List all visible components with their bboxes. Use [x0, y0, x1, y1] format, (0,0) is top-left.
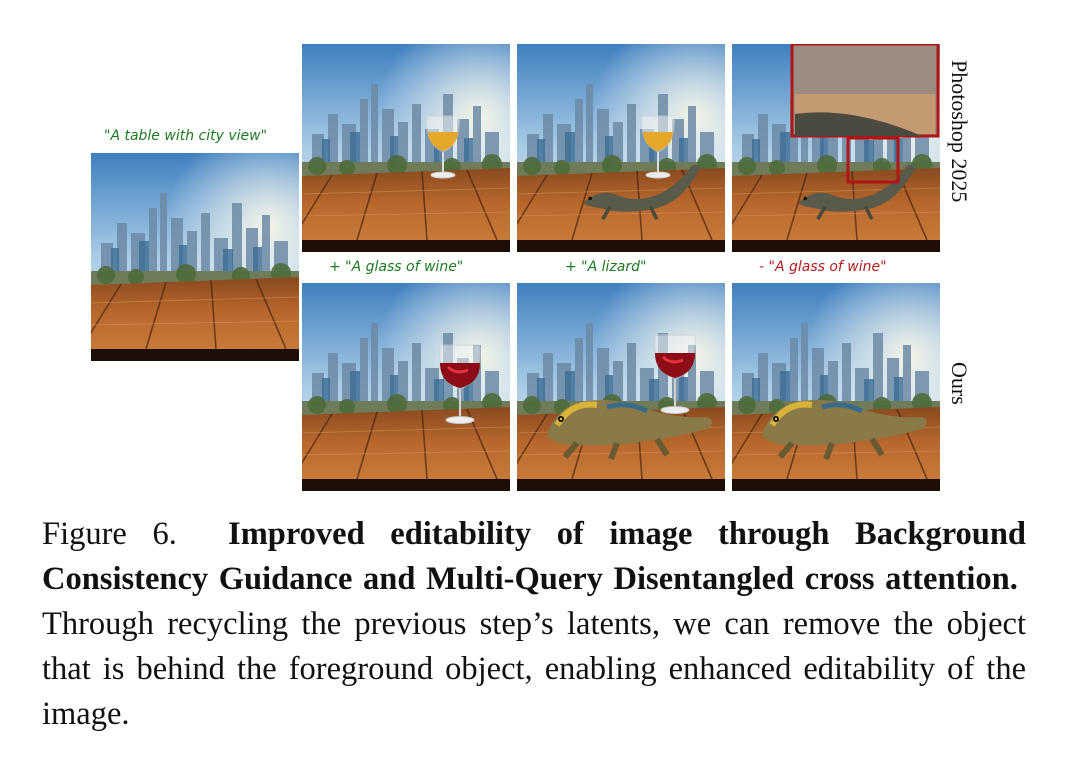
figure-caption: Figure 6. Improved editability of image … [42, 512, 1026, 737]
ours-result-add-lizard [517, 283, 725, 491]
row-label-photoshop: Photoshop 2025 [947, 60, 972, 203]
ours-result-add-wine [302, 283, 510, 491]
caption-bold-title: Improved editability of image through Ba… [42, 516, 1027, 597]
row-label-ours: Ours [947, 362, 972, 405]
input-image [91, 153, 299, 361]
input-prompt: "A table with city view" [104, 128, 268, 144]
edit-prompt-remove-wine: - "A glass of wine" [759, 259, 887, 275]
edit-prompt-add-lizard: + "A lizard" [565, 259, 647, 275]
photoshop-result-remove-wine [732, 44, 940, 252]
caption-label: Figure 6. [42, 516, 177, 552]
photoshop-result-add-wine [302, 44, 510, 252]
ours-result-remove-wine [732, 283, 940, 491]
caption-body: Through recycling the previous step’s la… [42, 606, 1026, 732]
edit-prompt-add-wine: + "A glass of wine" [329, 259, 464, 275]
photoshop-result-add-lizard [517, 44, 725, 252]
